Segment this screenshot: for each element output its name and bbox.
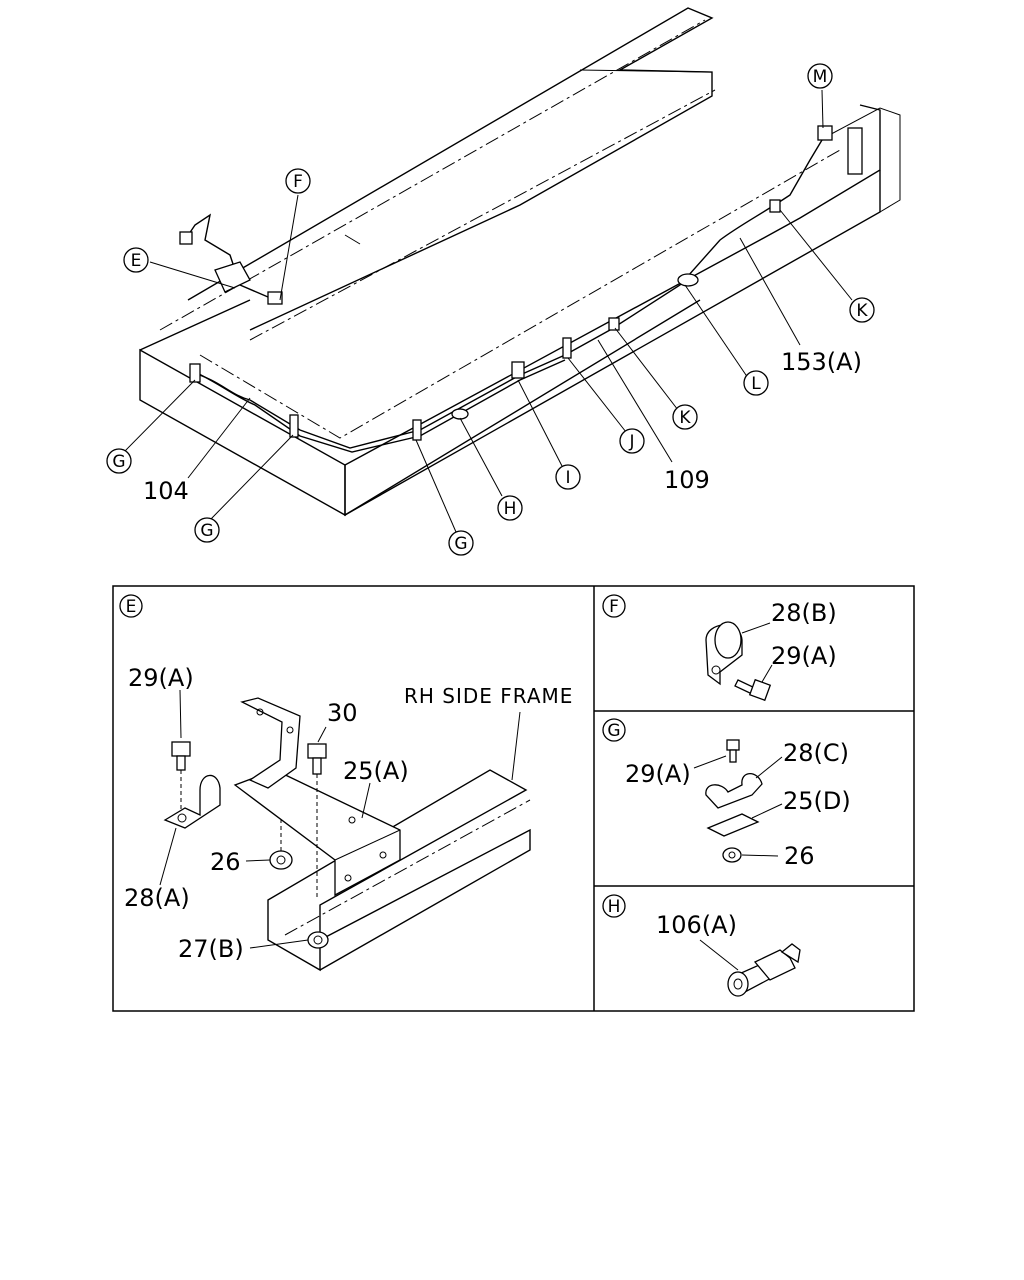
label-g-28c: 28(C): [783, 739, 849, 767]
frame-assembly-illustration: [123, 7, 901, 533]
callout-f: F: [285, 168, 311, 194]
label-e-26: 26: [210, 848, 241, 876]
panel-f-tag: F: [609, 597, 619, 617]
callout-e-letter: E: [131, 251, 142, 271]
callout-h-letter: H: [504, 499, 517, 519]
callout-g-right-letter: G: [454, 534, 467, 554]
callout-g-center-letter: G: [200, 521, 213, 541]
callout-k-mid-letter: K: [679, 408, 691, 428]
callout-l-letter: L: [751, 374, 761, 394]
callout-l: L: [743, 370, 769, 396]
detail-panel-f: F 28(B) 29(A): [602, 594, 837, 702]
callout-h: H: [497, 495, 523, 521]
callout-g-center: G: [194, 517, 220, 543]
callout-g-right: G: [448, 530, 474, 556]
callout-j: J: [619, 428, 645, 454]
label-e-27b: 27(B): [178, 935, 244, 963]
callout-e: E: [123, 247, 149, 273]
label-153a: 153(A): [781, 348, 862, 376]
detail-panel-e: E RH SIDE FRAME: [119, 594, 573, 972]
label-rh-side-frame: RH SIDE FRAME: [404, 684, 573, 708]
callout-m-letter: M: [813, 67, 828, 87]
label-e-28a: 28(A): [124, 884, 190, 912]
label-f-29a: 29(A): [771, 642, 837, 670]
main-callouts: M F E K L K J I H G G G: [106, 63, 875, 556]
label-g-29a: 29(A): [625, 760, 691, 788]
callout-j-letter: J: [628, 432, 634, 452]
detail-panels-frame: [112, 585, 915, 1012]
label-h-106a: 106(A): [656, 911, 737, 939]
callout-k-rear: K: [849, 297, 875, 323]
detail-panel-g: G 29(A) 28(C) 25(D) 26: [602, 718, 851, 870]
callout-g-left-letter: G: [112, 452, 125, 472]
callout-k-rear-letter: K: [856, 301, 868, 321]
label-109: 109: [664, 466, 710, 494]
detail-panel-h: H 106(A): [602, 894, 801, 997]
callout-m: M: [807, 63, 833, 89]
label-104: 104: [143, 477, 189, 505]
label-g-25d: 25(D): [783, 787, 851, 815]
panel-e-tag: E: [126, 597, 137, 617]
label-g-26: 26: [784, 842, 815, 870]
callout-i-letter: I: [565, 468, 570, 488]
label-f-28b: 28(B): [771, 599, 837, 627]
callout-k-mid: K: [672, 404, 698, 430]
panel-g-tag: G: [607, 721, 620, 741]
label-e-29a: 29(A): [128, 664, 194, 692]
panel-h-tag: H: [608, 897, 621, 917]
callout-f-letter: F: [293, 172, 303, 192]
label-e-25a: 25(A): [343, 757, 409, 785]
callout-i: I: [555, 464, 581, 490]
label-e-30: 30: [327, 699, 358, 727]
callout-g-left: G: [106, 448, 132, 474]
